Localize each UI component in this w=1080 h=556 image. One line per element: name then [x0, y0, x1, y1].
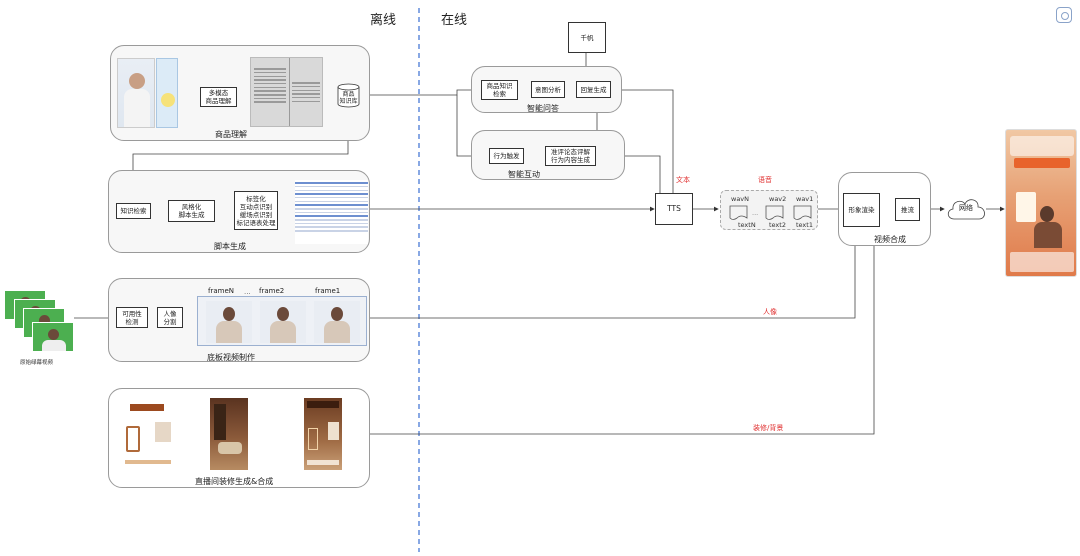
wav-label-1: wav1: [796, 195, 814, 203]
text-label-n: textN: [738, 221, 756, 229]
decor-template: [122, 402, 174, 468]
tts-box: TTS: [655, 193, 693, 225]
intent-analysis-box: 意图分析: [531, 81, 565, 98]
frame-label-n: frameN: [208, 287, 234, 295]
audio-dots: ...: [752, 209, 759, 217]
online-label: 在线: [441, 13, 468, 28]
wav-label-n: wavN: [731, 195, 750, 203]
decor-flow-label: 装修/背景: [753, 424, 784, 432]
audio-waveform-strip: [720, 190, 818, 230]
group-title-qa: 智能问答: [527, 104, 559, 113]
push-stream-box: 推流: [895, 198, 920, 221]
tagging-box: 标签化 互动点识别 缓场点识别 标记语表处理: [234, 191, 278, 230]
render-box: 形象渲染: [843, 193, 880, 227]
waveform-graphics: [729, 205, 812, 220]
stylized-script-box: 风格化 脚本生成: [168, 200, 215, 222]
group-title-product: 商品理解: [215, 130, 247, 139]
live-stream-phone-preview: [1005, 129, 1077, 277]
knowledge-retrieval-box: 知识检索: [116, 203, 151, 219]
script-document: [295, 180, 368, 244]
group-title-interact: 智能互动: [508, 170, 540, 179]
offline-label: 离线: [370, 13, 397, 28]
green-screen-frame-4: [32, 322, 74, 352]
frame-label-2: frame2: [259, 287, 285, 295]
frame-label-dots: ...: [244, 288, 251, 296]
dynamic-comment-box: 准评论态评解 行为内容生成: [545, 146, 596, 166]
screenshot-icon[interactable]: [1056, 7, 1072, 23]
qianfan-box: 千帆: [568, 22, 606, 53]
knowledge-base-label: 商品 知识库: [339, 91, 358, 105]
multimodal-understanding-box: 多模态 商品理解: [200, 87, 237, 107]
wav-label-2: wav2: [769, 195, 787, 203]
text-label-2: text2: [769, 221, 786, 229]
text-label-1: text1: [796, 221, 813, 229]
product-image-portrait: [117, 58, 155, 128]
voice-flow-label: 语音: [758, 176, 772, 184]
portrait-segmentation-box: 人像 分割: [157, 307, 183, 328]
answer-generation-box: 回复生成: [576, 81, 611, 98]
network-label: 网络: [959, 204, 973, 212]
frames-strip: [197, 296, 367, 346]
product-image-package: [156, 58, 178, 128]
knowledge-base-cylinder: [337, 83, 360, 108]
product-attribute-doc: [250, 57, 323, 127]
green-screen-caption: 原始绿幕视频: [20, 360, 54, 366]
group-title-room: 直播间装修生成&合成: [195, 477, 274, 486]
text-flow-label: 文本: [676, 176, 690, 184]
network-cloud: [944, 192, 988, 226]
portrait-flow-label: 人像: [763, 308, 777, 316]
group-title-script: 脚本生成: [214, 242, 246, 251]
composite-room-preview: [304, 398, 342, 470]
product-kb-retrieval-box: 商品知识 检索: [481, 80, 518, 100]
frame-label-1: frame1: [315, 287, 341, 295]
room-background: [210, 398, 248, 470]
group-title-compose: 视频合成: [874, 235, 906, 244]
group-title-base-video: 底板视频制作: [207, 353, 255, 362]
behavior-trigger-box: 行为触发: [489, 148, 524, 164]
usability-check-box: 可用性 检测: [116, 307, 148, 328]
